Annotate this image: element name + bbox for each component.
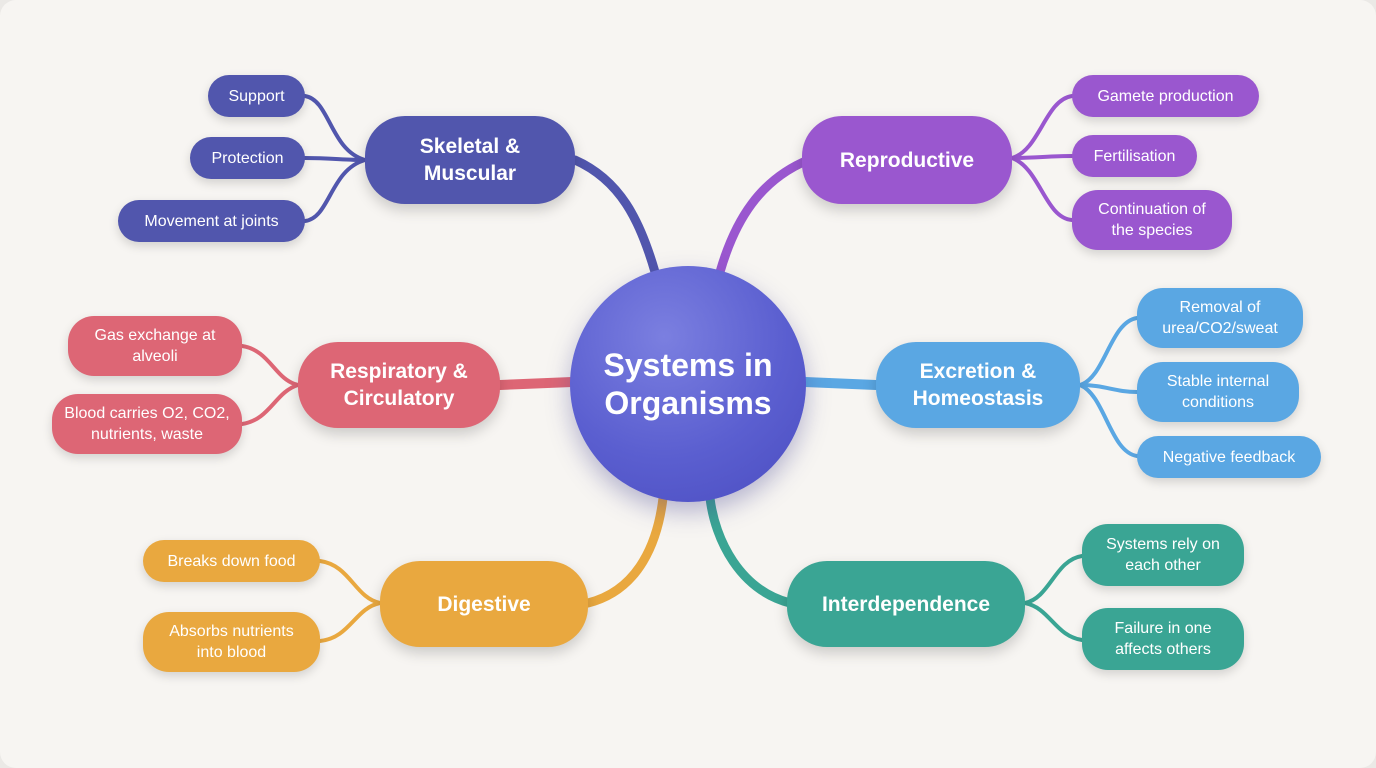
leaf-gamete-production[interactable]: Gamete production <box>1072 75 1259 117</box>
leaf-continuation-of-species[interactable]: Continuation of the species <box>1072 190 1232 250</box>
branch-interdependence[interactable]: Interdependence <box>787 561 1025 647</box>
central-topic-label: Systems in Organisms <box>603 347 773 421</box>
leaf-label: Gamete production <box>1097 87 1234 105</box>
branch-digestive[interactable]: Digestive <box>380 561 588 647</box>
leaf-removal-of-urea[interactable]: Removal of urea/CO2/sweat <box>1137 288 1303 348</box>
leaf-label: Stable internal conditions <box>1166 373 1270 411</box>
branch-label: Digestive <box>437 592 531 616</box>
leaf-label: Breaks down food <box>167 552 296 570</box>
leaf-label: Negative feedback <box>1162 448 1296 466</box>
leaf-label: Support <box>228 87 285 105</box>
branch-label: Skeletal & Muscular <box>419 135 521 185</box>
leaf-label: Continuation of the species <box>1098 201 1206 239</box>
leaf-label: Blood carries O2, CO2, nutrients, waste <box>64 405 230 443</box>
branch-respiratory-circulatory[interactable]: Respiratory & Circulatory <box>298 342 500 428</box>
leaf-breaks-down-food[interactable]: Breaks down food <box>143 540 320 582</box>
leaf-support[interactable]: Support <box>208 75 305 117</box>
leaf-stable-internal-conditions[interactable]: Stable internal conditions <box>1137 362 1299 422</box>
leaf-gas-exchange[interactable]: Gas exchange at alveoli <box>68 316 242 376</box>
branch-label: Respiratory & Circulatory <box>330 360 468 410</box>
central-topic[interactable]: Systems in Organisms <box>570 266 806 502</box>
branch-label: Interdependence <box>821 592 991 616</box>
leaf-label: Fertilisation <box>1093 147 1176 165</box>
leaf-failure-in-one[interactable]: Failure in one affects others <box>1082 608 1244 670</box>
branch-reproductive[interactable]: Reproductive <box>802 116 1012 204</box>
branch-excretion-homeostasis[interactable]: Excretion & Homeostasis <box>876 342 1080 428</box>
leaf-label: Removal of urea/CO2/sweat <box>1162 299 1278 337</box>
leaf-label: Protection <box>211 149 284 167</box>
leaf-label: Movement at joints <box>144 212 279 230</box>
leaf-label: Failure in one affects others <box>1114 620 1212 658</box>
leaf-negative-feedback[interactable]: Negative feedback <box>1137 436 1321 478</box>
branch-label: Reproductive <box>839 148 975 172</box>
connector-respiratory <box>495 377 577 390</box>
leaf-fertilisation[interactable]: Fertilisation <box>1072 135 1197 177</box>
leaf-label: Absorbs nutrients into blood <box>169 623 294 661</box>
branch-label: Excretion & Homeostasis <box>912 360 1044 410</box>
connector-reproductive <box>715 155 813 277</box>
leaf-protection[interactable]: Protection <box>190 137 305 179</box>
branch-skeletal-muscular[interactable]: Skeletal & Muscular <box>365 116 575 204</box>
connector-interdependence <box>705 493 795 608</box>
leaf-label: Gas exchange at alveoli <box>94 327 216 365</box>
leaf-systems-rely[interactable]: Systems rely on each other <box>1082 524 1244 586</box>
leaf-absorbs-nutrients[interactable]: Absorbs nutrients into blood <box>143 612 320 672</box>
leaf-blood-carries[interactable]: Blood carries O2, CO2, nutrients, waste <box>52 394 242 454</box>
leaf-label: Systems rely on each other <box>1106 536 1220 574</box>
connector-excretion <box>800 377 881 390</box>
connector-digestive <box>583 493 668 608</box>
leaf-movement-at-joints[interactable]: Movement at joints <box>118 200 305 242</box>
connector-skeletal <box>570 155 660 277</box>
